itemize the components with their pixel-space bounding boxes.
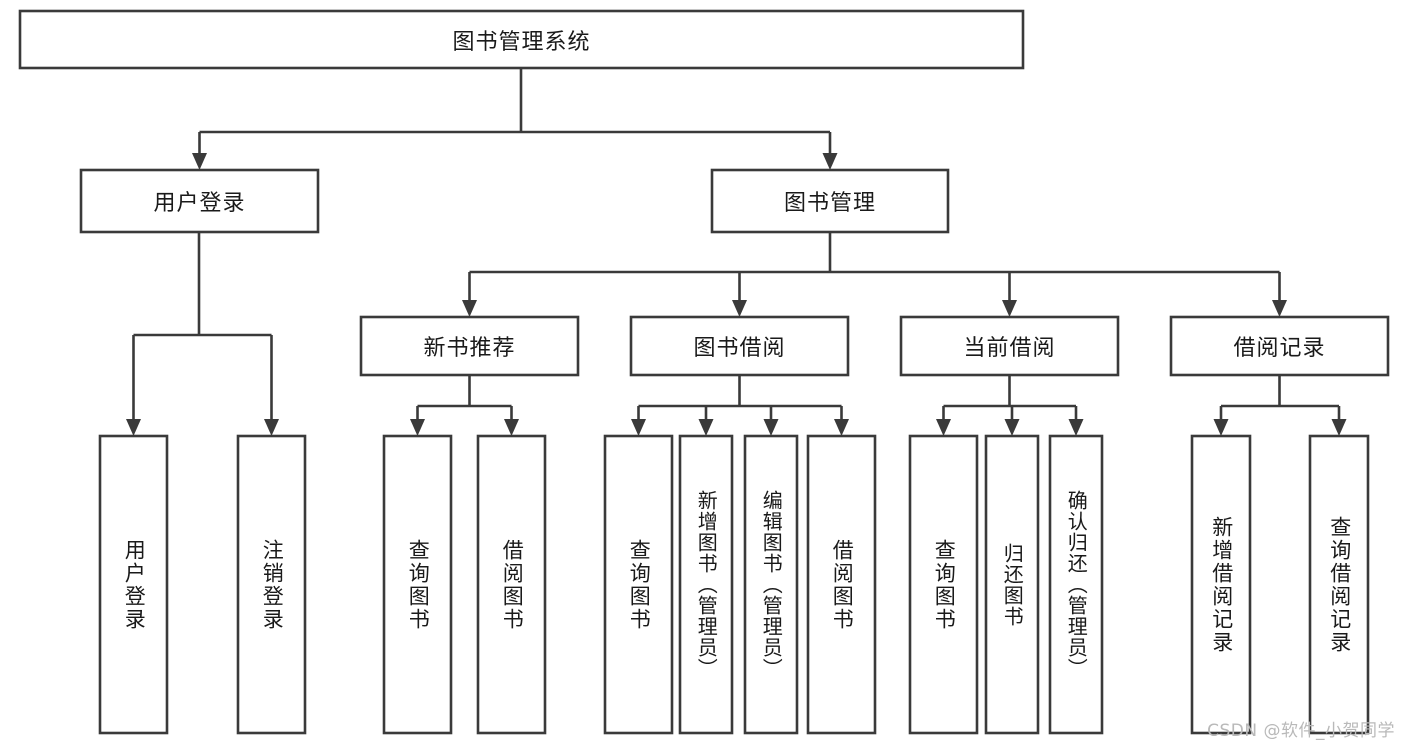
node-box-leaf-borrow-book-rec[interactable] [476,434,547,735]
arrow-head-icon-leaf-query-borrow-record [1331,419,1347,436]
arrow-head-icon-leaf-edit-book-admin [763,419,779,436]
arrow-head-icon-leaf-borrow-book-rec [504,419,519,436]
node-box-leaf-query-book-borrow[interactable] [603,434,674,735]
node-box-leaf-return-book[interactable] [984,434,1040,735]
node-box-borrow-record[interactable] [1169,315,1390,377]
arrow-head-icon-new-book-recommend [462,300,477,317]
node-box-book-management[interactable] [710,168,950,234]
arrow-head-icon-leaf-add-book-admin [698,419,714,436]
arrow-head-icon-leaf-user-login [126,419,141,436]
node-box-leaf-borrow-book[interactable] [806,434,877,735]
arrow-head-icon-book-borrow [732,300,747,317]
node-box-layer [18,9,1390,735]
node-box-leaf-add-book-admin[interactable] [678,434,734,735]
node-box-leaf-query-book-current[interactable] [908,434,979,735]
node-box-user-login[interactable] [79,168,320,234]
node-box-new-book-recommend[interactable] [359,315,580,377]
arrow-head-icon-leaf-add-borrow-record [1213,419,1229,436]
node-box-leaf-query-borrow-record[interactable] [1308,434,1370,735]
arrow-head-icon-borrow-record [1272,300,1287,317]
arrow-head-icon-book-management [822,153,838,170]
arrow-head-icon-leaf-query-book-borrow [631,419,646,436]
arrow-head-icon-leaf-borrow-book [834,419,849,436]
csdn-watermark: CSDN @软件_小贺同学 [1207,721,1395,741]
node-box-root[interactable] [18,9,1025,70]
node-box-book-borrow[interactable] [629,315,850,377]
node-box-leaf-confirm-return-admin[interactable] [1048,434,1104,735]
node-box-leaf-logout[interactable] [236,434,307,735]
arrow-head-icon-current-borrow [1002,300,1017,317]
arrow-head-icon-leaf-return-book [1004,419,1020,436]
node-box-leaf-user-login[interactable] [98,434,169,735]
node-box-leaf-query-book-rec[interactable] [382,434,453,735]
arrow-head-icon-user-login [192,153,207,170]
arrow-head-icon-leaf-confirm-return-admin [1068,419,1084,436]
arrow-layer [126,153,1347,436]
connector-layer [132,68,1341,419]
node-box-current-borrow[interactable] [899,315,1120,377]
arrow-head-icon-leaf-query-book-rec [410,419,425,436]
arrow-head-icon-leaf-query-book-current [936,419,951,436]
node-box-leaf-add-borrow-record[interactable] [1190,434,1252,735]
node-box-leaf-edit-book-admin[interactable] [743,434,799,735]
arrow-head-icon-leaf-logout [264,419,279,436]
